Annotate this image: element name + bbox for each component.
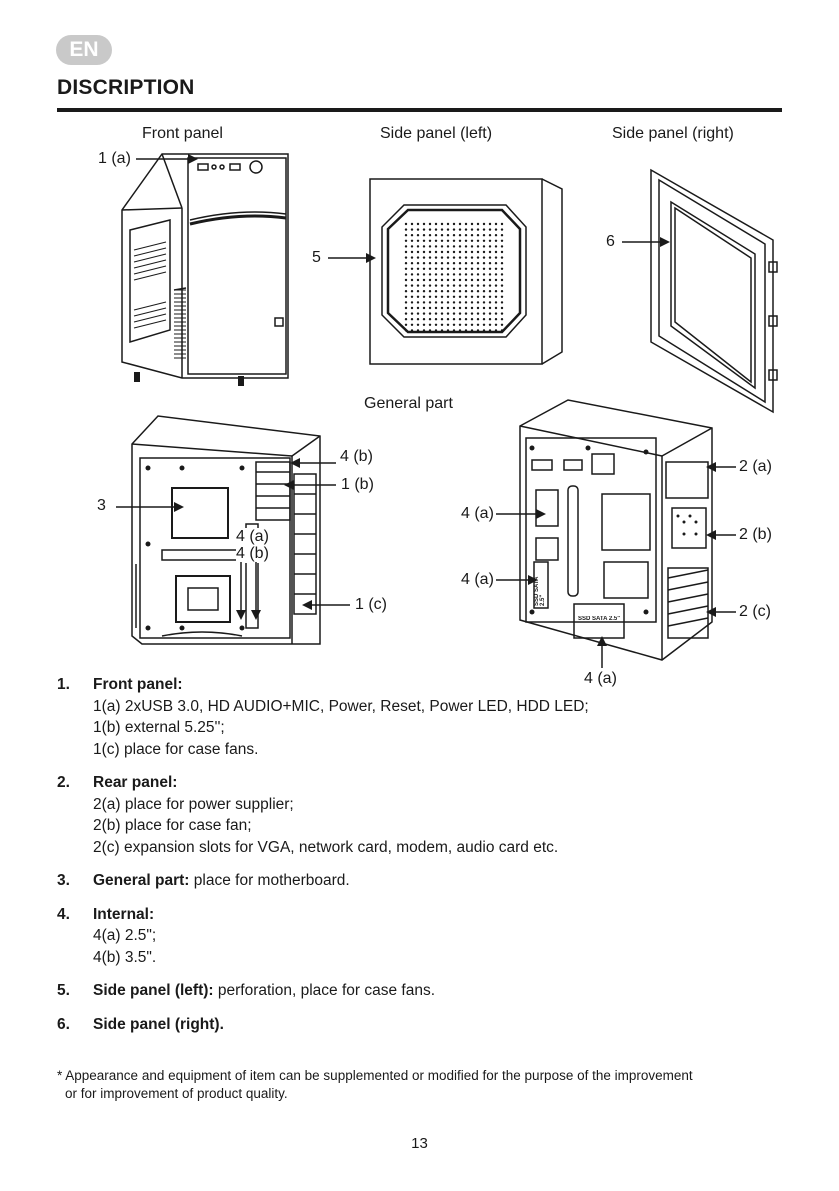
page-number: 13 — [411, 1135, 428, 1152]
footnote: * Appearance and equipment of item can b… — [57, 1067, 792, 1103]
item-sub: 2(c) expansion slots for VGA, network ca… — [93, 838, 559, 856]
front-panel-illustration — [110, 150, 300, 390]
caption-side-left: Side panel (left) — [380, 125, 493, 142]
list-item-6: 6. Side panel (right). — [57, 1014, 797, 1036]
item-title: General part: — [93, 872, 190, 889]
callout-2a: 2 (a) — [739, 458, 772, 475]
arrow-4a-right-2 — [496, 573, 538, 587]
list-item-2: 2. Rear panel: 2(a) place for power suppl… — [57, 772, 797, 870]
callout-5: 5 — [312, 249, 321, 266]
item-sub: 4(b) 3.5". — [93, 948, 157, 966]
callout-4a-right-2: 4 (a) — [461, 571, 494, 588]
item-sub: 2(b) place for case fan; — [93, 817, 252, 834]
item-sub: 1(a) 2xUSB 3.0, HD AUDIO+MIC, Power, Res… — [93, 697, 589, 715]
side-panel-left-illustration — [368, 177, 564, 367]
arrow-3 — [116, 500, 184, 514]
list-item-5: 5. Side panel (left): perforation, place … — [57, 980, 797, 1014]
item-title: Rear panel: — [93, 774, 178, 791]
callout-2c: 2 (c) — [739, 603, 771, 620]
callout-1c: 1 (c) — [355, 596, 387, 613]
item-title: Internal: — [93, 905, 155, 923]
caption-general-part: General part — [364, 395, 453, 412]
item-number: 4. — [57, 905, 70, 923]
caption-front-panel: Front panel — [142, 125, 223, 142]
item-number: 5. — [57, 982, 70, 999]
list-item-4: 4. Internal: 4(a) 2.5"; 4(b) 3.5". — [57, 904, 797, 981]
item-title: Side panel (right). — [93, 1015, 224, 1033]
callout-3: 3 — [97, 497, 106, 514]
callout-4a-mid: 4 (a) — [236, 528, 269, 546]
arrow-5 — [328, 251, 376, 265]
list-item-3: 3. General part: place for motherboard. — [57, 870, 797, 904]
callout-4b-mid: 4 (b) — [236, 545, 269, 563]
list-item-1: 1. Front panel: 1(a) 2xUSB 3.0, HD AUDIO+… — [57, 674, 797, 772]
item-text: perforation, place for case fans. — [213, 982, 436, 999]
arrow-4a-right-3 — [595, 636, 609, 668]
arrow-1a-front — [136, 152, 198, 166]
arrow-1c — [302, 598, 350, 612]
callout-4b-top: 4 (b) — [340, 448, 373, 465]
item-number: 3. — [57, 872, 70, 889]
item-sub: 1(b) external 5.25''; — [93, 719, 225, 736]
item-title: Side panel (left): — [93, 982, 214, 999]
description-list: 1. Front panel: 1(a) 2xUSB 3.0, HD AUDIO+… — [57, 674, 797, 1035]
title-rule — [57, 108, 782, 112]
general-part-left-illustration — [122, 414, 332, 654]
item-sub: 4(a) 2.5"; — [93, 927, 157, 944]
arrows-4ab-down — [234, 562, 264, 620]
section-title: DISCRIPTION — [57, 76, 195, 99]
callout-4a-right-1: 4 (a) — [461, 505, 494, 522]
language-badge: EN — [56, 35, 112, 65]
footnote-line-1: * Appearance and equipment of item can b… — [57, 1068, 693, 1083]
arrow-2a — [706, 460, 736, 474]
item-text: place for motherboard. — [189, 872, 350, 889]
side-panel-right-illustration — [645, 166, 780, 416]
arrow-4a-right-1 — [496, 507, 546, 521]
callout-1a-front: 1 (a) — [98, 150, 131, 167]
item-number: 1. — [57, 676, 70, 693]
item-sub: 2(a) place for power supplier; — [93, 795, 294, 813]
callout-6: 6 — [606, 233, 615, 250]
callout-2b: 2 (b) — [739, 526, 772, 543]
arrow-2c — [706, 605, 736, 619]
arrow-2b — [706, 528, 736, 542]
item-sub: 1(c) place for case fans. — [93, 740, 259, 758]
item-title: Front panel: — [93, 676, 183, 693]
footnote-line-2: or for improvement of product quality. — [65, 1086, 288, 1101]
caption-side-right: Side panel (right) — [612, 125, 734, 142]
general-part-right-illustration: SSD SATA 2.5" SSD SATA 2.5" — [512, 398, 717, 663]
arrow-6 — [622, 235, 670, 249]
item-number: 6. — [57, 1015, 70, 1033]
callout-4a-right-3: 4 (a) — [584, 670, 617, 687]
item-number: 2. — [57, 774, 70, 791]
arrow-1b — [284, 478, 336, 492]
callout-1b: 1 (b) — [341, 476, 374, 493]
ssd-label-horizontal: SSD SATA 2.5" — [578, 616, 621, 622]
arrow-4b-top — [290, 456, 336, 470]
